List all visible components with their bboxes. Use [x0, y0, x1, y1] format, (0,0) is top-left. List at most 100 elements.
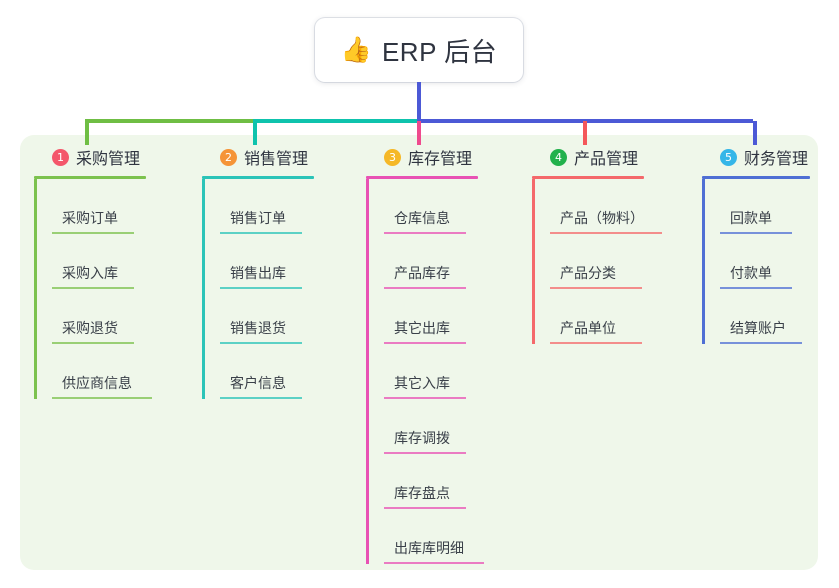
- leaf-item[interactable]: 产品分类: [550, 234, 652, 289]
- leaf-item-label: 销售出库: [230, 265, 286, 281]
- leaf-item-rule: [52, 397, 152, 399]
- column-rule-2: [202, 176, 314, 179]
- column-badge-1: 1: [52, 148, 69, 166]
- leaf-item-rule: [220, 287, 302, 289]
- leaf-item[interactable]: 采购订单: [52, 179, 146, 234]
- leaf-item[interactable]: 其它入库: [384, 344, 478, 399]
- leaf-item-label: 仓库信息: [394, 210, 450, 226]
- leaf-item-label: 付款单: [730, 265, 772, 281]
- leaf-item[interactable]: 产品库存: [384, 234, 478, 289]
- column-badge-3: 3: [384, 148, 401, 166]
- column-title-3: 库存管理: [408, 151, 473, 168]
- leaf-item-rule: [384, 507, 466, 509]
- column-1: 1 采购管理采购订单采购入库采购退货供应商信息: [34, 145, 152, 399]
- leaf-item-label: 产品分类: [560, 265, 616, 281]
- leaf-item[interactable]: 采购入库: [52, 234, 146, 289]
- column-header-3[interactable]: 3 库存管理: [366, 145, 478, 169]
- leaf-list-4: 产品（物料） 产品分类产品单位: [532, 179, 662, 344]
- leaf-item[interactable]: 客户信息: [220, 344, 314, 399]
- leaf-item-label: 库存盘点: [394, 485, 450, 501]
- leaf-list-1: 采购订单采购入库采购退货供应商信息: [34, 179, 152, 399]
- background-panel: [20, 135, 818, 570]
- leaf-item-rule: [220, 232, 302, 234]
- column-header-4[interactable]: 4 产品管理: [532, 145, 652, 169]
- column-rule-3: [366, 176, 478, 179]
- leaf-item[interactable]: 采购退货: [52, 289, 146, 344]
- leaf-item-label: 其它出库: [394, 320, 450, 336]
- root-node-title: ERP 后台: [381, 36, 498, 67]
- leaf-item-rule: [384, 397, 466, 399]
- leaf-item-rule: [550, 232, 662, 234]
- leaf-item[interactable]: 仓库信息: [384, 179, 478, 234]
- column-title-1: 采购管理: [76, 151, 141, 168]
- leaf-item[interactable]: 结算账户: [720, 289, 810, 344]
- leaf-item-rule: [52, 342, 134, 344]
- leaf-item[interactable]: 出库库明细: [384, 509, 484, 564]
- column-title-4: 产品管理: [574, 151, 639, 168]
- leaf-item[interactable]: 供应商信息: [52, 344, 152, 399]
- column-badge-5: 5: [720, 148, 737, 166]
- leaf-item-rule: [220, 397, 302, 399]
- column-header-5[interactable]: 5 财务管理: [702, 145, 810, 169]
- leaf-item-label: 出库库明细: [394, 540, 464, 556]
- leaf-list-2: 销售订单销售出库销售退货客户信息: [202, 179, 314, 399]
- leaf-item-label: 结算账户: [730, 320, 786, 336]
- leaf-item-rule: [384, 562, 484, 564]
- leaf-item[interactable]: 销售退货: [220, 289, 314, 344]
- leaf-item-label: 采购订单: [62, 210, 118, 226]
- column-header-1[interactable]: 1 采购管理: [34, 145, 146, 169]
- column-badge-2: 2: [220, 148, 237, 166]
- leaf-item-label: 销售订单: [230, 210, 286, 226]
- leaf-item[interactable]: 产品单位: [550, 289, 652, 344]
- column-3: 3 库存管理仓库信息产品库存其它出库其它入库库存调拨库存盘点出库库明细: [366, 145, 484, 564]
- leaf-item[interactable]: 销售出库: [220, 234, 314, 289]
- column-rule-5: [702, 176, 810, 179]
- column-title-5: 财务管理: [744, 151, 809, 168]
- leaf-item-label: 产品（物料）: [560, 210, 644, 226]
- leaf-spine-4: [532, 179, 535, 344]
- column-title-2: 销售管理: [244, 151, 309, 168]
- leaf-item-label: 产品库存: [394, 265, 450, 281]
- leaf-spine-3: [366, 179, 369, 564]
- leaf-item-rule: [550, 342, 642, 344]
- column-badge-4: 4: [550, 148, 567, 166]
- leaf-list-5: 回款单付款单结算账户: [702, 179, 810, 344]
- leaf-item-rule: [720, 287, 792, 289]
- leaf-item-label: 产品单位: [560, 320, 616, 336]
- leaf-item-rule: [550, 287, 642, 289]
- column-5: 5 财务管理回款单付款单结算账户: [702, 145, 810, 344]
- connector-drop-2: [253, 121, 257, 145]
- connector-drop-5: [753, 121, 757, 145]
- connector-drop-3: [417, 121, 421, 145]
- leaf-item-label: 销售退货: [230, 320, 286, 336]
- leaf-item[interactable]: 付款单: [720, 234, 810, 289]
- leaf-item[interactable]: 销售订单: [220, 179, 314, 234]
- leaf-item-rule: [384, 232, 466, 234]
- leaf-spine-1: [34, 179, 37, 399]
- leaf-item[interactable]: 库存调拨: [384, 399, 478, 454]
- leaf-item-label: 采购退货: [62, 320, 118, 336]
- bus-segment-green: [85, 119, 253, 123]
- leaf-item[interactable]: 回款单: [720, 179, 810, 234]
- leaf-item[interactable]: 其它出库: [384, 289, 478, 344]
- leaf-item[interactable]: 库存盘点: [384, 454, 478, 509]
- leaf-item-rule: [220, 342, 302, 344]
- column-header-2[interactable]: 2 销售管理: [202, 145, 314, 169]
- column-4: 4 产品管理产品（物料） 产品分类产品单位: [532, 145, 662, 344]
- connector-drop-1: [85, 121, 89, 145]
- leaf-item-rule: [52, 287, 134, 289]
- bus-segment-teal: [253, 119, 417, 123]
- leaf-list-3: 仓库信息产品库存其它出库其它入库库存调拨库存盘点出库库明细: [366, 179, 484, 564]
- thumbs-up-icon: 👍: [340, 35, 372, 64]
- column-2: 2 销售管理销售订单销售出库销售退货客户信息: [202, 145, 314, 399]
- leaf-spine-2: [202, 179, 205, 399]
- leaf-item-label: 客户信息: [230, 375, 286, 391]
- leaf-item-label: 库存调拨: [394, 430, 450, 446]
- leaf-item-rule: [52, 232, 134, 234]
- root-connector-stem: [417, 82, 421, 121]
- leaf-item-rule: [384, 287, 466, 289]
- root-node-erp-backend[interactable]: 👍 ERP 后台: [315, 18, 523, 82]
- leaf-item-rule: [720, 342, 802, 344]
- leaf-item[interactable]: 产品（物料）: [550, 179, 662, 234]
